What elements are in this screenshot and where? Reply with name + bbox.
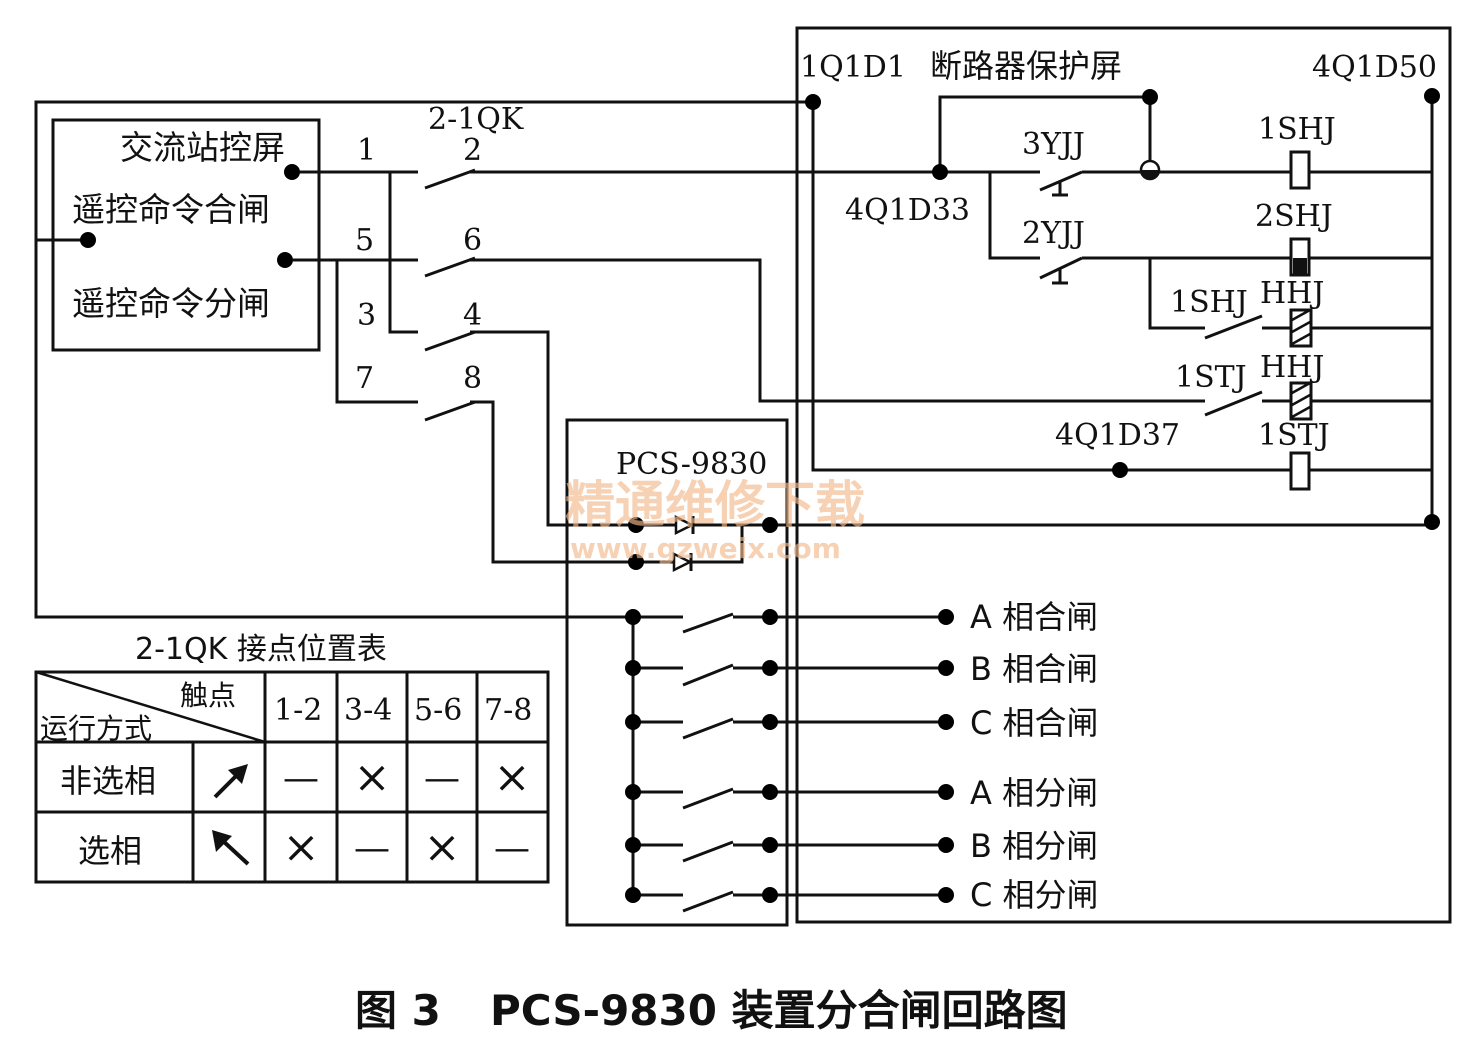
- relay-1shj-top: 1SHJ: [1258, 112, 1336, 147]
- relay-2yjj: 2YJJ: [1022, 216, 1085, 251]
- contact-3: 3: [357, 298, 376, 333]
- contact-1shj: 1SHJ: [1170, 285, 1248, 320]
- contact-4: 4: [463, 298, 482, 333]
- table-row-label-nonselect: 非选相: [60, 762, 156, 800]
- table-col-7-8: 7-8: [484, 693, 532, 728]
- table-col-1-2: 1-2: [274, 693, 322, 728]
- coil-1shj: [1289, 150, 1311, 190]
- breaker-panel-title: 断路器保护屏: [930, 47, 1122, 85]
- arrow-up-left-icon: [212, 830, 250, 866]
- contact-7: 7: [355, 361, 374, 396]
- figure-caption: PCS-9830 装置分合闸回路图: [490, 986, 1068, 1035]
- table-cell: —: [424, 758, 460, 799]
- output-b-close: B 相合闸: [970, 650, 1098, 688]
- watermark-line1: 精通维修下载: [565, 476, 865, 534]
- coil-2shj-fill: [1293, 258, 1307, 274]
- output-a-open: A 相分闸: [970, 774, 1098, 812]
- terminal-4q1d33: 4Q1D33: [845, 193, 970, 228]
- terminal-4q1d37: 4Q1D37: [1055, 418, 1180, 453]
- relay-1stj: 1STJ: [1258, 418, 1330, 453]
- ac-close-cmd: 遥控命令合闸: [72, 190, 270, 229]
- table-cell: ×: [354, 752, 391, 803]
- pcs-output-contacts: [631, 612, 946, 913]
- ac-open-cmd: 遥控命令分闸: [72, 284, 270, 323]
- table-cell: ×: [424, 822, 461, 873]
- output-a-close: A 相合闸: [970, 598, 1098, 636]
- coil-2shj: [1289, 237, 1311, 277]
- table-cell: ×: [494, 752, 531, 803]
- table-title: 2-1QK 接点位置表: [135, 632, 387, 667]
- pcs-name: PCS-9830: [616, 447, 767, 482]
- table-cell: —: [494, 828, 530, 869]
- table-col-3-4: 3-4: [344, 693, 392, 728]
- output-b-open: B 相分闸: [970, 827, 1098, 865]
- table-row-label-select: 选相: [78, 832, 142, 870]
- contact-1: 1: [357, 133, 376, 168]
- coil-1stj: [1289, 451, 1311, 491]
- terminal-4q1d50: 4Q1D50: [1312, 50, 1437, 85]
- watermark-line2: www.gzweix.com: [570, 532, 841, 565]
- terminal-1q1d1: 1Q1D1: [800, 50, 906, 85]
- breaker-panel-box: [795, 26, 1452, 924]
- table-cell: —: [283, 758, 319, 799]
- contact-table: [34, 670, 550, 884]
- contact-1stj: 1STJ: [1175, 360, 1247, 395]
- table-cell: ×: [283, 822, 320, 873]
- switch-wiring: [293, 168, 1205, 564]
- contact-6: 6: [463, 223, 482, 258]
- table-header-mode: 运行方式: [40, 712, 152, 745]
- relay-hhj-2: HHJ: [1260, 350, 1324, 385]
- relay-3yjj: 3YJJ: [1022, 127, 1085, 162]
- figure-number: 图 3: [355, 986, 441, 1035]
- output-c-close: C 相合闸: [970, 704, 1099, 742]
- relay-2shj: 2SHJ: [1255, 199, 1333, 234]
- contact-5: 5: [355, 223, 374, 258]
- output-c-open: C 相分闸: [970, 876, 1099, 914]
- table-cell: —: [354, 828, 390, 869]
- table-header-contacts: 触点: [180, 679, 236, 712]
- ac-panel-box: [51, 118, 321, 352]
- relay-hhj-1: HHJ: [1260, 276, 1324, 311]
- switch-name: 2-1QK: [428, 102, 524, 137]
- contact-8: 8: [463, 361, 482, 396]
- pcs-output-terminals: [625, 609, 954, 903]
- coil-hhj-2: [1289, 381, 1313, 421]
- pcs-box: [565, 418, 789, 927]
- pcs-diodes: [636, 514, 770, 573]
- contact-2: 2: [463, 133, 482, 168]
- coil-hhj-1: [1289, 308, 1313, 348]
- table-col-5-6: 5-6: [414, 693, 462, 728]
- breaker-wiring: [770, 95, 1434, 527]
- ac-panel-title: 交流站控屏: [120, 128, 285, 167]
- arrow-up-right-icon: [213, 764, 248, 799]
- wire-outer-loop: [34, 100, 813, 619]
